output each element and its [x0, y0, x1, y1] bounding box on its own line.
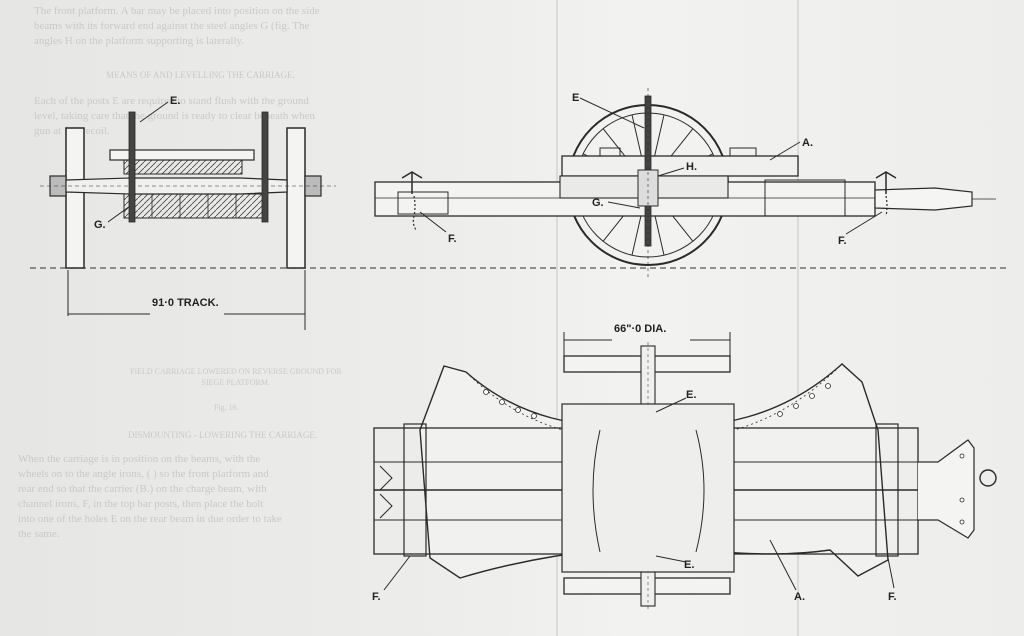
show-through-low-paragraph: When the carriage is in position on the … — [18, 452, 282, 542]
post-E-right — [261, 111, 269, 223]
ghost-line: level, taking care that the ground is re… — [34, 110, 315, 122]
ghost-line: the same. — [18, 528, 60, 540]
ghost-line: wheels on to the angle irons, ( ) so the… — [18, 468, 269, 480]
leader-end-G — [107, 205, 131, 223]
plan-body-curve-left — [592, 429, 601, 553]
plan-trail-eye — [979, 469, 997, 487]
label-plan-F-left: F. — [372, 591, 381, 603]
side-cap-right — [729, 147, 757, 157]
label-plan-E-bottom: E. — [684, 559, 694, 571]
plan-rivets — [483, 383, 965, 525]
plan-body — [561, 403, 735, 573]
ghost-line: SIEGE PLATFORM. — [201, 378, 270, 387]
label-end-G: G. — [94, 219, 106, 231]
leader-plan-E-bottom — [655, 555, 687, 563]
post-E-left — [128, 111, 136, 223]
timber-blocks-upper — [123, 159, 243, 175]
side-right-block — [764, 179, 846, 217]
label-plan-F-right: F. — [888, 591, 897, 603]
ghost-line: rear end so that the carrier (B.) on the… — [18, 483, 267, 495]
page-fold — [797, 0, 799, 636]
leader-side-H — [657, 167, 685, 177]
side-chain-left — [412, 195, 417, 231]
label-plan-dia: 66"·0 DIA. — [614, 323, 666, 335]
side-body-upper — [561, 155, 799, 177]
label-end-E: E. — [170, 95, 180, 107]
page-fold — [556, 0, 558, 636]
ghost-line: angles H on the platform supporting is l… — [34, 35, 245, 47]
timber-blocks-lower — [123, 193, 265, 219]
leader-side-E — [579, 97, 645, 129]
leader-plan-A — [769, 539, 797, 591]
plan-clamp-left — [403, 423, 427, 557]
label-plan-A: A. — [794, 591, 805, 603]
leader-side-F-right — [845, 211, 883, 235]
left-wheel — [65, 127, 85, 269]
side-wing-nut-right — [875, 171, 897, 194]
right-wheel — [286, 127, 306, 269]
ghost-line: channel irons, F, in the top bar posts, … — [18, 498, 264, 510]
leader-end-E — [139, 101, 169, 123]
ghost-line: FIELD CARRIAGE LOWERED ON REVERSE GROUND… — [130, 367, 342, 376]
side-cap-left — [599, 147, 621, 157]
show-through-top-paragraph: The front platform. A bar may be placed … — [34, 4, 320, 49]
plan-body-curve-right — [695, 429, 705, 553]
label-side-H: H. — [686, 161, 697, 173]
side-bracket-H — [637, 169, 659, 207]
side-chain-right — [885, 195, 888, 217]
show-through-fig-ref: Fig. 16. — [214, 403, 239, 412]
side-elevation — [374, 88, 996, 280]
plan-clamp-right — [875, 423, 899, 557]
label-plan-E-top: E. — [686, 389, 696, 401]
ghost-line: The front platform. A bar may be placed … — [34, 5, 320, 17]
show-through-heading: MEANS OF AND LEVELLING THE CARRIAGE. — [106, 70, 295, 80]
show-through-mid-paragraph: Each of the posts E are required to stan… — [34, 94, 315, 139]
label-side-A: A. — [802, 137, 813, 149]
leader-plan-E-top — [655, 397, 687, 413]
side-wing-nut-left — [401, 171, 423, 194]
end-view — [40, 101, 336, 330]
ghost-line: Each of the posts E are required to stan… — [34, 95, 309, 107]
label-side-E: E — [572, 92, 579, 104]
plan-trail — [918, 439, 975, 539]
leader-plan-F-left — [383, 555, 411, 591]
label-side-F-left: F. — [448, 233, 457, 245]
side-trail — [874, 187, 973, 211]
label-side-F-right: F. — [838, 235, 847, 247]
leader-plan-F-right — [887, 557, 895, 589]
leader-side-F-left — [419, 211, 447, 233]
label-side-G: G. — [592, 197, 604, 209]
leader-side-G — [607, 201, 641, 209]
leader-side-A — [769, 141, 801, 161]
ghost-line: beams with its forward end against the s… — [34, 20, 310, 32]
ghost-line: into one of the holes E on the rear beam… — [18, 513, 282, 525]
plan-view — [373, 332, 997, 610]
show-through-heading-2: DISMOUNTING - LOWERING THE CARRIAGE. — [128, 430, 318, 440]
show-through-caption: FIELD CARRIAGE LOWERED ON REVERSE GROUND… — [130, 366, 342, 388]
label-track: 91·0 TRACK. — [152, 297, 219, 309]
ghost-line: When the carriage is in position on the … — [18, 453, 261, 465]
plan-end-chevrons — [379, 465, 393, 519]
